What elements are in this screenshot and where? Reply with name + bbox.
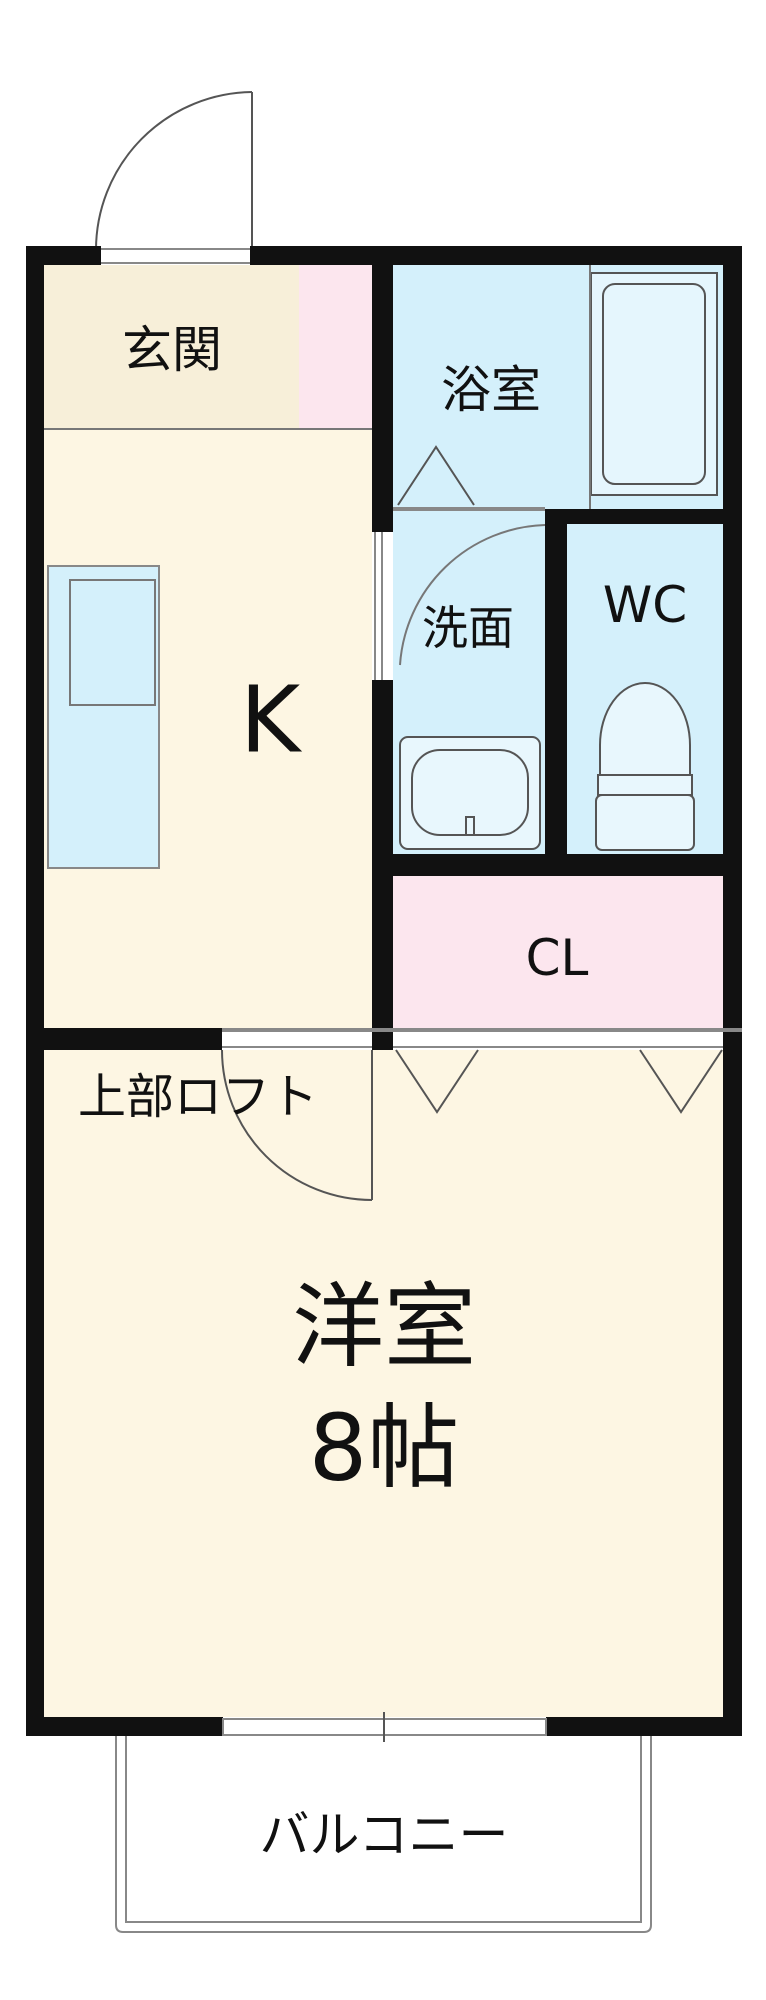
balcony-window-icon bbox=[222, 1712, 547, 1742]
washroom-label: 洗面 bbox=[422, 601, 514, 655]
closet-door-left-icon bbox=[395, 1049, 479, 1114]
bath-door-icon bbox=[397, 445, 475, 506]
bath-label: 浴室 bbox=[441, 361, 541, 419]
closet-front bbox=[372, 1028, 742, 1032]
washroom-swing-icon bbox=[399, 524, 546, 666]
entrance-step bbox=[44, 428, 372, 430]
washroom-door-icon bbox=[374, 530, 383, 680]
closet-label: CL bbox=[526, 929, 589, 987]
closet-door-right-icon bbox=[639, 1049, 723, 1114]
western-room-floor bbox=[44, 1050, 723, 1717]
kitchen-label: K bbox=[240, 667, 303, 774]
closet-front-line bbox=[393, 1046, 723, 1048]
western-room-size-label: 8帖 bbox=[309, 1395, 460, 1502]
bath-tub-divider bbox=[589, 265, 591, 509]
shoe-cabinet bbox=[299, 265, 372, 430]
bathtub-icon bbox=[590, 272, 718, 496]
walls bbox=[26, 246, 742, 1736]
entrance-door-icon bbox=[95, 91, 253, 251]
toilet-icon bbox=[595, 682, 695, 851]
bath-wash-divider bbox=[393, 507, 545, 511]
genkan-label: 玄関 bbox=[122, 321, 222, 379]
closet-floor bbox=[393, 876, 723, 1028]
wc-label: WC bbox=[603, 576, 687, 634]
entrance-floor bbox=[44, 265, 299, 430]
washbasin-icon bbox=[399, 736, 541, 850]
entrance-threshold bbox=[101, 248, 250, 250]
balcony-railing bbox=[115, 1736, 652, 1933]
door-threshold-line bbox=[222, 1046, 372, 1048]
kitchen-counter bbox=[47, 565, 160, 869]
western-room-label: 洋室 bbox=[292, 1274, 476, 1381]
entrance-threshold-line bbox=[101, 262, 250, 264]
balcony-label: バルコニー bbox=[260, 1806, 509, 1864]
room-door-icon bbox=[221, 1049, 373, 1201]
loft-label: 上部ロフト bbox=[78, 1069, 318, 1125]
door-threshold bbox=[222, 1028, 372, 1032]
